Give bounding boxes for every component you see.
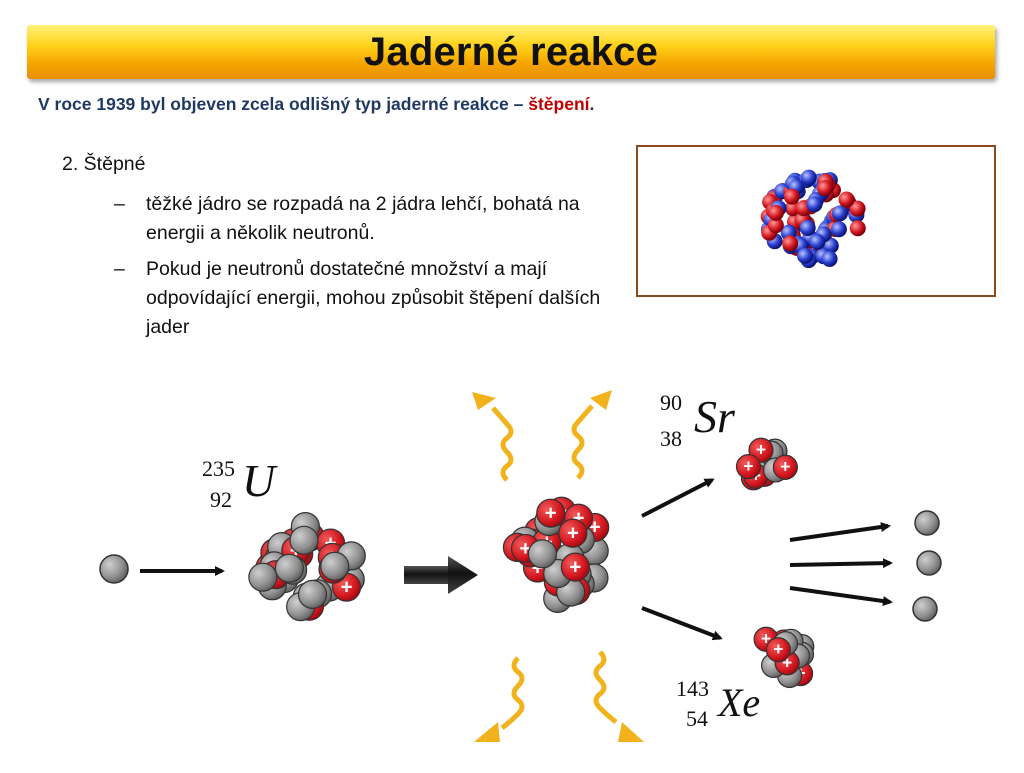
xenon-nucleus: +++++ xyxy=(753,626,815,689)
strontium-symbol: Sr xyxy=(694,391,736,442)
proton xyxy=(765,637,791,663)
neutron xyxy=(274,553,304,583)
subtitle: V roce 1939 byl objeven zcela odlišný ty… xyxy=(38,94,594,115)
subtitle-end: . xyxy=(589,94,595,114)
nucleon xyxy=(821,250,838,267)
nucleon xyxy=(800,169,817,186)
page-title: Jaderné reakce xyxy=(363,30,659,74)
fission-diagram-svg: 235 92 U ++++++++++++++++ ++++++++++++++… xyxy=(99,390,942,742)
strontium-label: 90 38 Sr xyxy=(660,390,736,451)
proton-sign: + xyxy=(743,456,753,476)
gamma-arrowhead xyxy=(474,722,500,742)
nucleon xyxy=(831,205,848,222)
strontium-mass-number: 90 xyxy=(660,390,682,415)
nucleon xyxy=(783,188,800,205)
nucleon xyxy=(849,220,866,237)
uranium-symbol: U xyxy=(242,455,278,506)
list-heading: 2. Štěpné xyxy=(62,153,146,175)
uranium-nucleus: ++++++++++++++++ xyxy=(248,511,366,622)
proton-sign: + xyxy=(780,457,790,477)
bullet-item-1: – těžké jádro se rozpadá na 2 jádra lehč… xyxy=(62,190,642,248)
uranium-mass-number: 235 xyxy=(202,456,235,481)
content-list: 2. Štěpné – těžké jádro se rozpadá na 2 … xyxy=(62,150,642,349)
xenon-mass-number: 143 xyxy=(676,676,709,701)
nucleon xyxy=(816,180,833,197)
nucleon xyxy=(799,219,816,236)
gamma-arrowhead xyxy=(590,390,612,410)
bullet-dash: – xyxy=(114,258,125,280)
nucleon xyxy=(809,233,826,250)
released-neutron-1 xyxy=(914,510,940,536)
released-neutron-3 xyxy=(912,596,938,622)
proton-sign: + xyxy=(569,556,581,578)
nucleon xyxy=(782,235,799,252)
gamma-ray-down-right xyxy=(593,650,618,724)
nucleon xyxy=(838,191,855,208)
gamma-arrowhead xyxy=(618,722,644,742)
strontium-atomic-number: 38 xyxy=(660,426,682,451)
neutron xyxy=(248,562,278,592)
xenon-label: 143 54 Xe xyxy=(676,676,760,731)
nucleus-image-frame xyxy=(636,145,996,297)
proton xyxy=(536,498,566,528)
nucleon xyxy=(797,247,814,264)
nucleus-icon xyxy=(760,169,866,269)
xenon-symbol: Xe xyxy=(716,680,760,725)
title-bar: Jaderné reakce xyxy=(27,25,995,79)
bullet-text-2: Pokud je neutronů dostatečné množství a … xyxy=(146,258,601,338)
proton-sign: + xyxy=(782,652,792,672)
proton xyxy=(560,552,590,582)
neutron xyxy=(320,551,350,581)
proton xyxy=(772,454,798,480)
nucleon xyxy=(767,204,784,221)
arrow-to-strontium xyxy=(641,478,715,518)
proton-sign: + xyxy=(773,639,783,659)
xenon-atomic-number: 54 xyxy=(686,706,708,731)
strontium-nucleus: ++++++++ xyxy=(735,437,798,491)
gamma-arrowhead xyxy=(472,392,496,410)
neutron-arrow-2 xyxy=(789,558,893,569)
neutron xyxy=(527,539,558,569)
uranium-label: 235 92 U xyxy=(202,455,278,512)
nucleon xyxy=(830,221,847,238)
proton-sign: + xyxy=(545,502,557,524)
proton xyxy=(735,453,762,480)
gamma-rays xyxy=(472,390,644,742)
nucleon xyxy=(849,200,866,217)
proton-sign: + xyxy=(761,629,771,649)
gamma-ray-up-right xyxy=(571,404,594,480)
nucleon xyxy=(806,196,823,213)
incoming-neutron xyxy=(99,554,129,584)
proton-sign: + xyxy=(341,576,353,598)
splitting-nucleus: +++++++++++++++++ xyxy=(502,496,610,613)
bullet-text-1: těžké jádro se rozpadá na 2 jádra lehčí,… xyxy=(146,193,580,244)
arrow-to-xenon xyxy=(641,606,723,641)
subtitle-text: V roce 1939 byl objeven zcela odlišný ty… xyxy=(38,94,529,114)
neutron-arrow-1 xyxy=(789,522,891,542)
bullet-item-2: – Pokud je neutronů dostatečné množství … xyxy=(62,255,642,342)
subtitle-highlight: štěpení xyxy=(528,94,590,114)
released-neutron-2 xyxy=(916,550,942,576)
proton xyxy=(558,518,588,548)
proton-sign: + xyxy=(756,440,766,460)
nucleus-illustration xyxy=(760,169,866,269)
fission-diagram: 235 92 U ++++++++++++++++ ++++++++++++++… xyxy=(0,370,1024,768)
neutron xyxy=(297,579,328,609)
neutron-arrow-3 xyxy=(789,586,893,606)
neutron xyxy=(289,525,319,555)
proton-sign: + xyxy=(567,523,579,545)
bullet-dash: – xyxy=(114,193,125,215)
gamma-ray-down-left xyxy=(500,656,525,730)
transition-arrow xyxy=(404,556,478,594)
gamma-ray-up-left xyxy=(491,406,514,482)
uranium-atomic-number: 92 xyxy=(210,487,232,512)
nucleon xyxy=(767,217,784,234)
